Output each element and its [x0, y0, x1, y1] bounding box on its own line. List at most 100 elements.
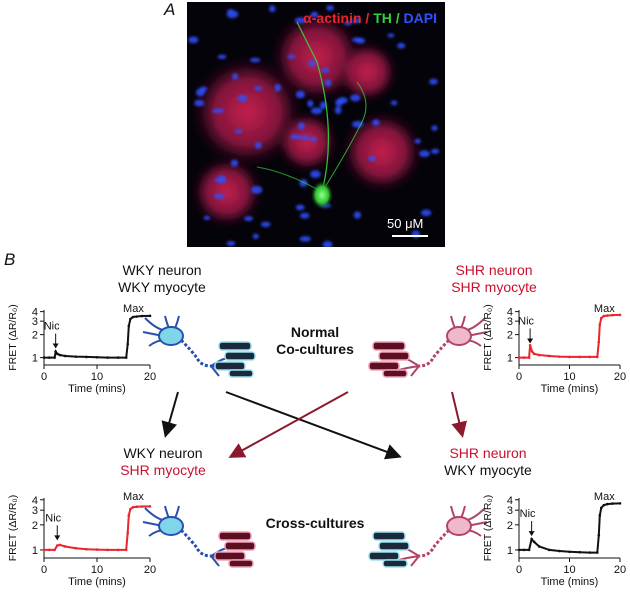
fret-point [116, 548, 120, 552]
header-wky-wky-line1: WKY neuron [122, 262, 202, 278]
legend-sep-1: / [361, 10, 374, 26]
legend-sep-2: / [391, 10, 404, 26]
header-wky-shr-line2: SHR myocyte [120, 462, 206, 478]
x-tick-label: 10 [91, 371, 103, 383]
myocyte-cluster-2 [342, 112, 422, 192]
cross-cultures-label: Cross-cultures [265, 515, 365, 531]
dapi-nucleus [212, 108, 225, 114]
y-tick-label: 4 [32, 495, 38, 507]
fret-point [85, 547, 88, 551]
fret-point [558, 549, 561, 553]
legend-actinin: α-actinin [303, 10, 362, 26]
fret-point [53, 548, 56, 552]
x-tick-label: 0 [41, 371, 47, 383]
x-tick-label: 20 [614, 371, 626, 383]
y-tick-label: 3 [507, 505, 513, 517]
dapi-nucleus [322, 240, 333, 249]
dapi-nucleus [319, 101, 327, 110]
dapi-nucleus [216, 175, 227, 184]
dapi-nucleus [321, 67, 330, 73]
fret-point [48, 548, 51, 552]
fret-point [568, 355, 571, 359]
fret-point [618, 313, 622, 317]
x-tick-label: 0 [41, 564, 47, 576]
fret-point [600, 506, 603, 510]
fret-point [126, 531, 130, 535]
dapi-nucleus [352, 120, 364, 128]
fret-point [95, 355, 99, 359]
nic-label: Nic [45, 512, 61, 524]
fret-point [598, 514, 602, 517]
y-tick-label: 4 [507, 307, 513, 319]
micrograph-image [187, 2, 445, 249]
dapi-nucleus [287, 54, 296, 59]
fret-point [42, 356, 46, 359]
dapi-nucleus [203, 215, 211, 220]
dapi-nucleus [299, 135, 311, 140]
normal-cocultures-label: Normal Co-cultures [250, 324, 380, 358]
dapi-nucleus [420, 209, 432, 217]
fret-point [517, 548, 521, 552]
micrograph: α-actinin / TH / DAPI 50 μM [187, 2, 445, 249]
x-tick-label: 0 [516, 371, 522, 383]
myocyte-cluster-5 [337, 42, 397, 102]
dapi-nucleus [298, 122, 305, 130]
x-axis-label: Time (mins) [68, 576, 126, 588]
fret-point [597, 533, 601, 537]
dapi-nucleus [244, 216, 253, 222]
fret-point [588, 551, 591, 554]
y-axis-label: FRET (ΔR/R₀) [7, 495, 19, 562]
dapi-nucleus [368, 155, 376, 162]
fret-point [527, 548, 531, 552]
fret-trace [519, 313, 621, 359]
arrow-wky-down [161, 391, 179, 438]
fret-point [48, 356, 51, 359]
fret-point [522, 356, 526, 359]
nic-label: Nic [518, 315, 534, 327]
header-shr-shr-line1: SHR neuron [455, 262, 533, 278]
panel-a-letter: A [164, 0, 176, 19]
fret-point [528, 343, 532, 347]
legend-dapi: DAPI [403, 10, 437, 26]
dapi-nucleus [353, 211, 362, 219]
myocyte-cluster-3 [192, 157, 262, 227]
fret-point [611, 313, 614, 317]
dapi-nucleus [299, 236, 311, 242]
nic-arrowhead [54, 535, 61, 541]
fret-point [140, 314, 144, 318]
dapi-nucleus [334, 106, 342, 115]
x-tick-label: 10 [91, 564, 103, 576]
fret-point [537, 353, 541, 357]
header-wky-wky: WKY neuron WKY myocyte [77, 262, 247, 296]
fret-point [54, 350, 57, 353]
myocyte-cluster-0 [192, 57, 302, 167]
nic-label: Nic [44, 321, 60, 333]
fret-point [530, 350, 534, 353]
max-label: Max [123, 303, 144, 315]
max-label: Max [594, 491, 615, 503]
header-shr-shr-line2: SHR myocyte [451, 279, 537, 295]
arrow-shr-cross [228, 391, 349, 458]
x-axis-label: Time (mins) [541, 576, 599, 588]
fret-point [578, 355, 581, 359]
dapi-nucleus [227, 9, 234, 14]
header-shr-wky: SHR neuron WKY myocyte [403, 445, 573, 479]
fret-point [532, 352, 536, 356]
nic-arrowhead [527, 338, 534, 344]
fret-point [602, 503, 606, 507]
y-tick-label: 1 [32, 545, 38, 557]
dapi-nucleus [307, 60, 317, 67]
y-tick-label: 3 [32, 316, 38, 328]
fret-point [606, 314, 609, 317]
dapi-nucleus [337, 97, 348, 104]
fret-point [548, 354, 551, 358]
header-wky-shr: WKY neuron SHR myocyte [78, 445, 248, 479]
fret-point [129, 507, 132, 511]
dapi-nucleus [254, 142, 262, 149]
fret-point [532, 540, 536, 544]
fret-point [74, 355, 78, 358]
y-tick-label: 2 [507, 330, 513, 342]
